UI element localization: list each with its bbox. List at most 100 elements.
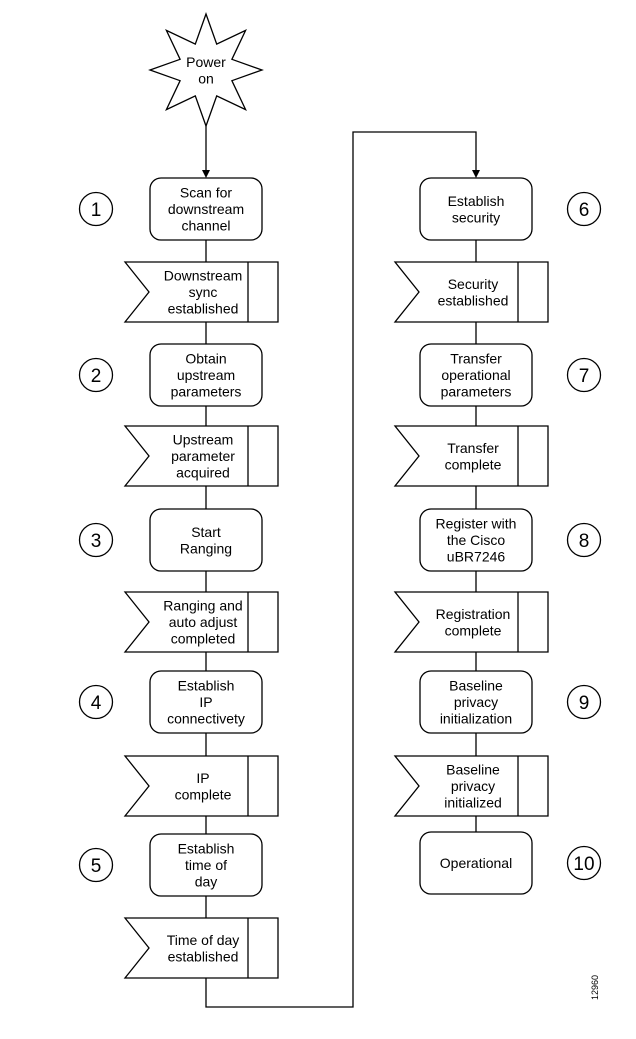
node-label: uBR7246	[447, 549, 506, 565]
node-label: Registration	[436, 606, 511, 622]
step-number-circle	[78, 522, 114, 558]
state-flag-shape	[123, 261, 279, 323]
step-number: 6	[579, 200, 590, 221]
step-number-badge: 4	[78, 684, 114, 720]
node-label: IP	[196, 770, 209, 786]
process-box	[419, 177, 533, 241]
node-label: Establish	[178, 678, 235, 694]
process-box	[149, 670, 263, 734]
node-label: Transfer	[450, 351, 502, 367]
step-number: 10	[573, 854, 594, 875]
step-number-circle	[78, 191, 114, 227]
node-label: Register with	[436, 516, 517, 532]
step-number-circle	[78, 357, 114, 393]
process-box	[419, 508, 533, 572]
process-box	[149, 833, 263, 897]
state-flag-shape	[123, 591, 279, 653]
arrow-head	[472, 170, 480, 178]
step-number-circle	[566, 191, 602, 227]
process-box	[149, 177, 263, 241]
step-number-circle	[566, 522, 602, 558]
step-number: 9	[579, 693, 590, 714]
node-label: channel	[181, 218, 230, 234]
node-label: Baseline	[449, 678, 503, 694]
step-number-circle	[566, 845, 602, 881]
node-label: Transfer	[447, 440, 499, 456]
process-box	[149, 343, 263, 407]
node-label: established	[168, 301, 239, 317]
step-number: 1	[91, 200, 102, 221]
node-label: initialized	[444, 795, 502, 811]
process-box	[149, 508, 263, 572]
figure-id: 12960	[590, 975, 600, 1000]
node-label: operational	[441, 367, 510, 383]
step-number-badge: 7	[566, 357, 602, 393]
node-label: Scan for	[180, 185, 232, 201]
step-number: 3	[91, 531, 102, 552]
node-label: sync	[189, 284, 218, 300]
start-star-shape	[148, 12, 264, 128]
node-label: parameters	[171, 384, 242, 400]
node-label: Obtain	[185, 351, 226, 367]
step-number-badge: 5	[78, 847, 114, 883]
node-label: acquired	[176, 465, 230, 481]
node-label: complete	[445, 622, 502, 638]
step-number-badge: 10	[566, 845, 602, 881]
node-label: privacy	[451, 778, 495, 794]
node-label: Start	[191, 524, 221, 540]
step-number: 2	[91, 366, 102, 387]
step-number-badge: 1	[78, 191, 114, 227]
step-number-circle	[78, 847, 114, 883]
column-transfer-connector	[205, 131, 477, 1008]
step-number-badge: 8	[566, 522, 602, 558]
start-label: on	[198, 70, 214, 86]
step-number: 4	[91, 693, 102, 714]
process-box	[419, 831, 533, 895]
start-label: Power	[186, 54, 226, 70]
step-number-badge: 6	[566, 191, 602, 227]
node-label: parameters	[441, 384, 512, 400]
node-label: complete	[175, 786, 232, 802]
state-flag-shape	[393, 261, 549, 323]
node-label: complete	[445, 456, 502, 472]
node-label: parameter	[171, 448, 235, 464]
step-number-circle	[566, 684, 602, 720]
step-number: 8	[579, 531, 590, 552]
process-box	[419, 343, 533, 407]
node-label: Downstream	[164, 268, 243, 284]
step-number-badge: 9	[566, 684, 602, 720]
node-label: security	[452, 209, 500, 225]
right-step-9-process: Operational	[419, 831, 533, 895]
step-number: 5	[91, 856, 102, 877]
step-number: 7	[579, 366, 590, 387]
state-flag-shape	[123, 755, 279, 817]
node-label: Baseline	[446, 762, 500, 778]
node-label: Upstream	[173, 432, 234, 448]
state-flag-shape	[123, 917, 279, 979]
node-label: time of	[185, 857, 227, 873]
state-flag-shape	[393, 591, 549, 653]
node-label: Ranging	[180, 540, 232, 556]
state-flag-shape	[393, 755, 549, 817]
node-label: established	[168, 948, 239, 964]
process-box	[419, 670, 533, 734]
